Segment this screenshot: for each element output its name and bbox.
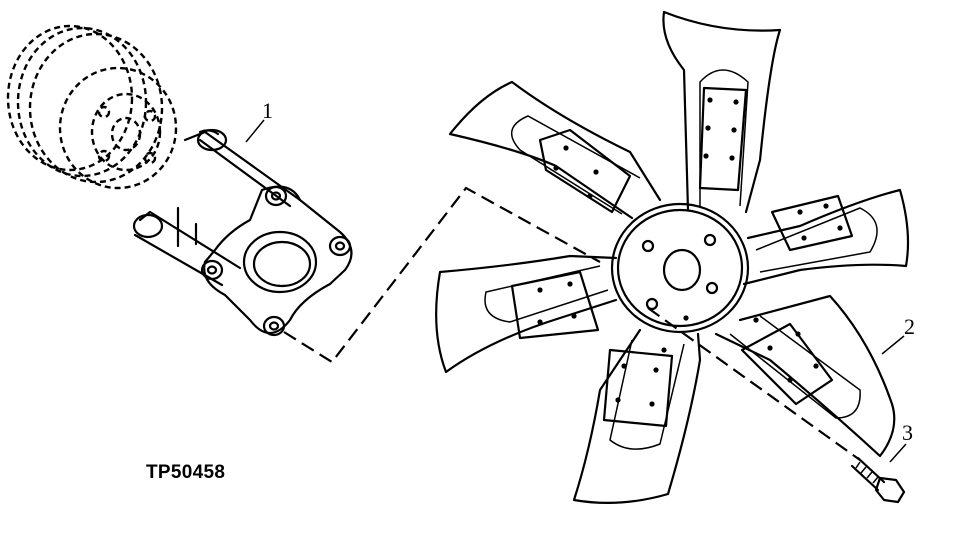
spacer bbox=[132, 128, 353, 337]
callout-2: 2 bbox=[904, 314, 915, 339]
alignment-line bbox=[283, 186, 601, 364]
fan-blade bbox=[435, 10, 910, 504]
leader-1 bbox=[245, 119, 265, 143]
bolt bbox=[850, 456, 906, 504]
pulley-phantom bbox=[6, 24, 178, 190]
leader-3 bbox=[889, 443, 907, 463]
callout-3: 3 bbox=[902, 420, 913, 445]
leader-2 bbox=[881, 335, 905, 355]
figure-id: TP50458 bbox=[146, 462, 226, 483]
callout-1: 1 bbox=[262, 98, 273, 123]
bolt-path-line bbox=[647, 307, 861, 461]
